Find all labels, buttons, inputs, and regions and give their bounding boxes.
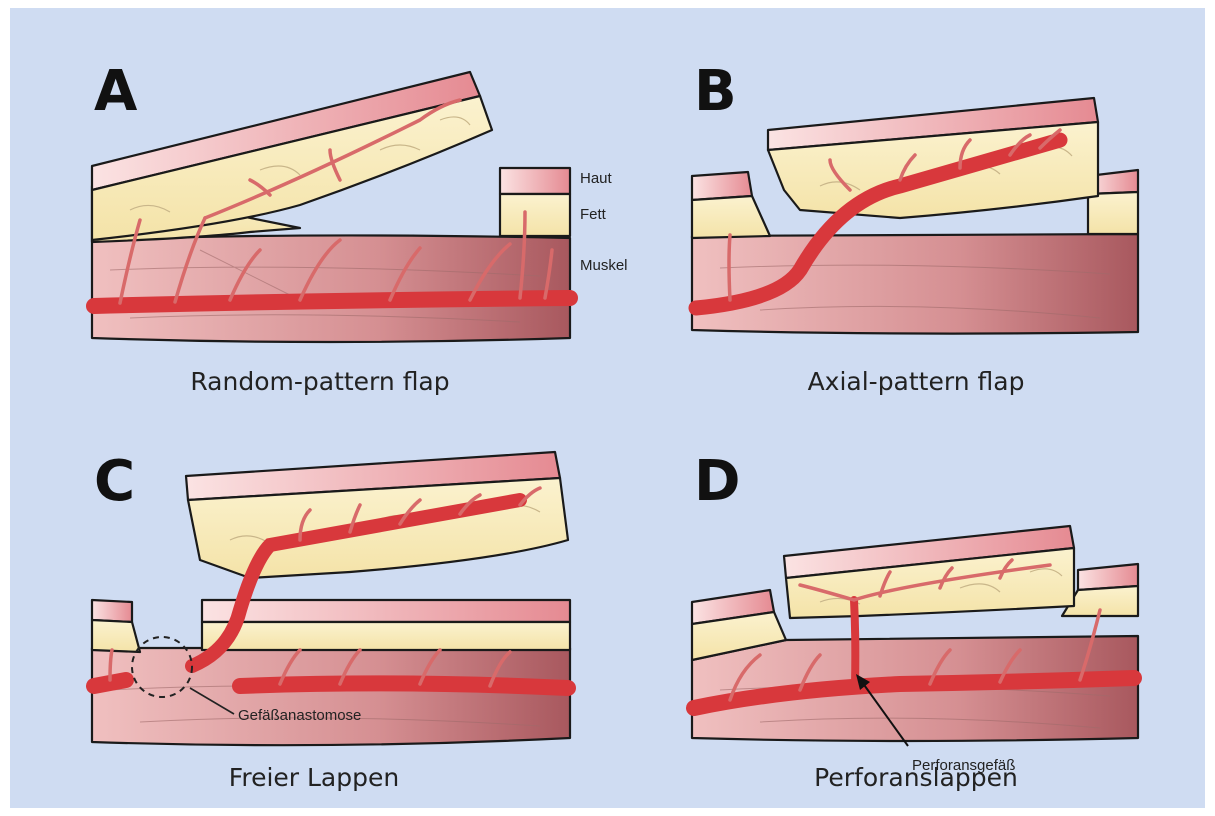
panel-b: B Axial-pattern flap <box>692 59 1138 396</box>
panel-c-letter: C <box>94 449 135 514</box>
label-skin: Haut <box>580 170 613 187</box>
panel-c: Gefäßanastomose C Freier Lappen <box>92 449 570 792</box>
panel-d-caption: Perforanslappen <box>814 763 1018 792</box>
panel-a-caption: Random-pattern flap <box>190 367 449 396</box>
label-muscle: Muskel <box>580 257 628 274</box>
panel-b-letter: B <box>694 59 737 124</box>
panel-d-letter: D <box>694 449 740 514</box>
panel-a-letter: A <box>94 59 138 124</box>
panel-c-caption: Freier Lappen <box>229 763 399 792</box>
panel-d: Perforansgefäß D Perforanslappen <box>692 449 1138 792</box>
label-anastomosis: Gefäßanastomose <box>238 707 361 724</box>
panel-b-caption: Axial-pattern flap <box>808 367 1025 396</box>
panel-a: A Haut Fett Muskel Random-pattern flap <box>92 59 628 396</box>
label-fat: Fett <box>580 206 607 223</box>
